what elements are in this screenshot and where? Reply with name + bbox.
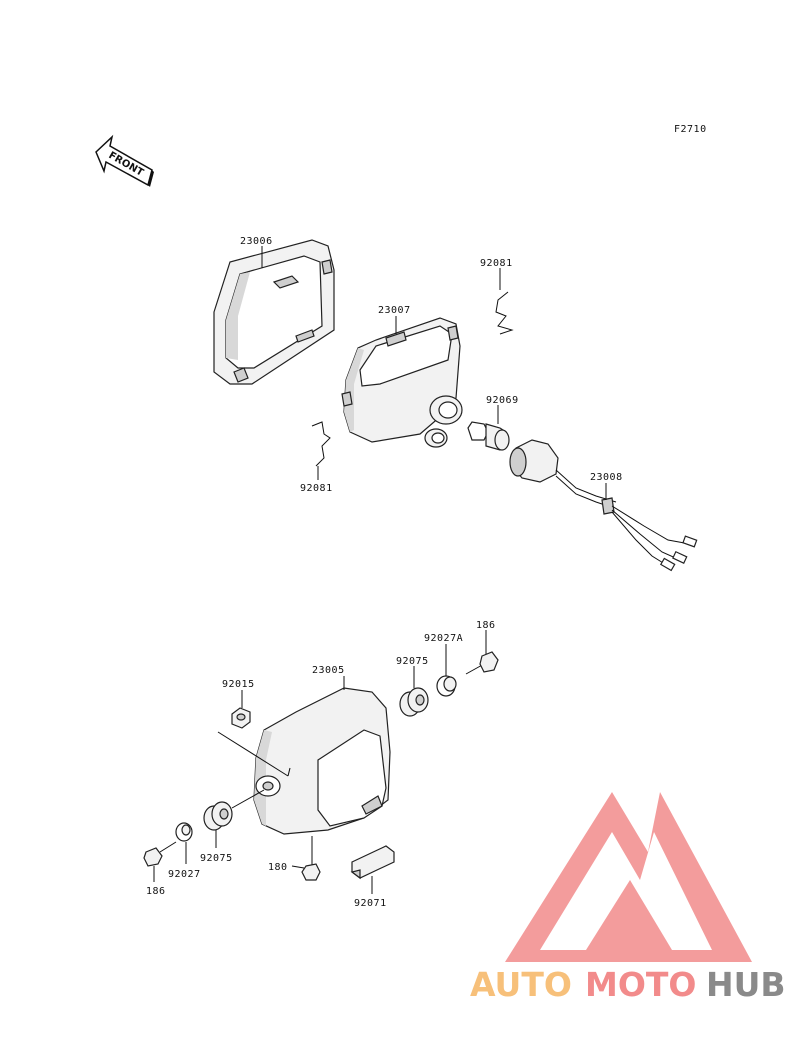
part-label-bulb: 92069 [486,395,519,406]
bracket-92071 [350,845,395,880]
part-label-bracket: 92071 [354,898,387,909]
part-label-grommet-left: 92075 [200,853,233,864]
part-label-housing: 23005 [312,665,345,676]
part-label-collar-right: 92027A [424,633,463,644]
watermark-part3: HUB [706,965,786,1004]
watermark-part1: AUTO [470,965,572,1004]
bolt-right-186 [465,651,499,675]
part-label-nut: 92015 [222,679,255,690]
part-label-screw: 180 [268,862,288,873]
part-label-lamp-unit: 23007 [378,305,411,316]
socket-23008 [509,439,698,572]
bezel-23006 [213,239,335,385]
part-label-collar-left: 92027 [168,869,201,880]
part-label-grommet-right: 92075 [396,656,429,667]
spring-clip-bottom [311,421,331,467]
grommet-left-92075 [203,801,233,831]
part-label-bolt-right: 186 [476,620,496,631]
part-label-bolt-left: 186 [146,886,166,897]
front-arrow-icon: FRONT [95,134,154,187]
nut-92015 [231,707,251,729]
figure-code: F2710 [674,124,707,135]
part-label-socket: 23008 [590,472,623,483]
lamp-unit-23007 [341,317,463,448]
bulb-92069 [467,421,510,451]
screw-180 [301,836,321,881]
grommet-right-92075 [399,687,429,717]
watermark-part2: MOTO [585,965,696,1004]
watermark-logo [505,792,752,962]
part-label-spring-bottom: 92081 [300,483,333,494]
collar-right-92027a [436,675,457,697]
collar-left-92027 [175,822,193,842]
watermark-text: AUTO MOTO HUB [470,965,786,1004]
housing-23005 [253,687,391,835]
part-label-spring-top: 92081 [480,258,513,269]
spring-clip-top [495,291,514,335]
bolt-left-186 [143,841,177,867]
part-label-bezel: 23006 [240,236,273,247]
